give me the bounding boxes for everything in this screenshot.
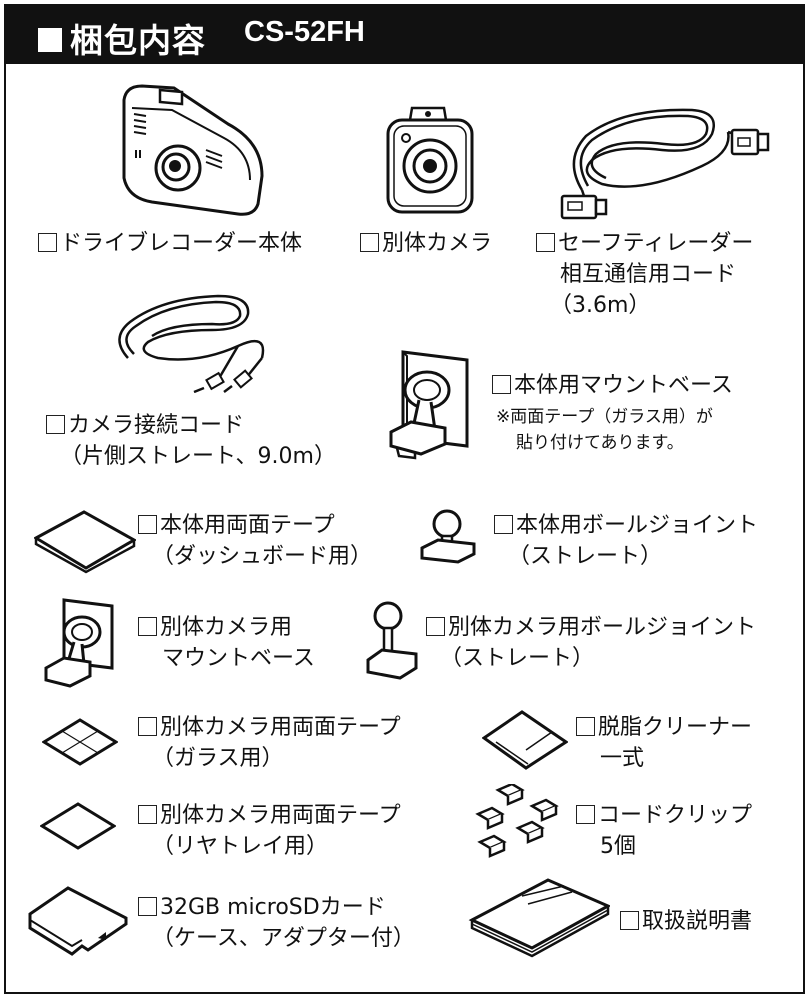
checkbox[interactable] bbox=[536, 233, 555, 252]
item-cam-mount-base: 別体カメラ用 マウントベース bbox=[138, 612, 315, 674]
dashcam-main-unit-icon bbox=[112, 80, 272, 225]
main-ball-joint-icon bbox=[420, 508, 478, 564]
item-main-mount-base: 本体用マウントベース bbox=[492, 370, 733, 401]
item-rear-camera: 別体カメラ bbox=[360, 228, 492, 259]
checkbox[interactable] bbox=[360, 233, 379, 252]
header-bar bbox=[4, 4, 805, 64]
cam-ball-joint-icon bbox=[366, 600, 422, 680]
checkbox[interactable] bbox=[494, 515, 513, 534]
item-degreaser: 脱脂クリーナー 一式 bbox=[576, 712, 752, 774]
model-number: CS-52FH bbox=[244, 16, 365, 48]
item-main-unit: ドライブレコーダー本体 bbox=[38, 228, 302, 259]
microsd-card-icon bbox=[28, 884, 128, 960]
degreaser-icon bbox=[482, 708, 568, 770]
main-tape-icon bbox=[34, 508, 136, 574]
item-sd-card: 32GB microSDカード （ケース、アダプター付） bbox=[138, 892, 415, 954]
checkbox[interactable] bbox=[138, 617, 157, 636]
item-main-tape: 本体用両面テープ （ダッシュボード用） bbox=[138, 510, 372, 572]
item-cord-clips: コードクリップ 5個 bbox=[576, 800, 752, 862]
radar-cord-icon bbox=[552, 90, 772, 225]
checkbox[interactable] bbox=[46, 415, 65, 434]
checkbox[interactable] bbox=[426, 617, 445, 636]
checkbox[interactable] bbox=[138, 805, 157, 824]
header-square-icon bbox=[38, 28, 62, 52]
item-cam-tape-glass: 別体カメラ用両面テープ （ガラス用） bbox=[138, 712, 401, 774]
checkbox[interactable] bbox=[576, 805, 595, 824]
cam-tape-rear-icon bbox=[40, 800, 116, 852]
item-main-mount-base-note: ※両面テープ（ガラス用）が 貼り付けてあります。 bbox=[496, 407, 713, 453]
main-mount-base-icon bbox=[385, 350, 475, 460]
checkbox[interactable] bbox=[576, 717, 595, 736]
checkbox[interactable] bbox=[138, 515, 157, 534]
checkbox[interactable] bbox=[620, 911, 639, 930]
item-cam-ball-joint: 別体カメラ用ボールジョイント （ストレート） bbox=[426, 612, 756, 674]
cam-tape-glass-icon bbox=[42, 716, 118, 768]
rear-camera-icon bbox=[382, 100, 478, 220]
cam-mount-base-icon bbox=[42, 598, 118, 688]
item-manual: 取扱説明書 bbox=[620, 906, 752, 937]
checkbox[interactable] bbox=[138, 717, 157, 736]
item-radar-cord: セーフティレーダー 相互通信用コード （3.6m） bbox=[536, 228, 753, 321]
checkbox[interactable] bbox=[38, 233, 57, 252]
item-camera-cord: カメラ接続コード （片側ストレート、9.0m） bbox=[46, 410, 336, 472]
checkbox[interactable] bbox=[492, 375, 511, 394]
manual-icon bbox=[468, 876, 610, 960]
camera-cord-icon bbox=[108, 288, 278, 393]
page-title: 梱包内容 bbox=[70, 21, 206, 60]
item-main-ball-joint: 本体用ボールジョイント （ストレート） bbox=[494, 510, 758, 572]
item-cam-tape-rear: 別体カメラ用両面テープ （リヤトレイ用） bbox=[138, 800, 401, 862]
checkbox[interactable] bbox=[138, 897, 157, 916]
cord-clips-icon bbox=[470, 784, 566, 864]
